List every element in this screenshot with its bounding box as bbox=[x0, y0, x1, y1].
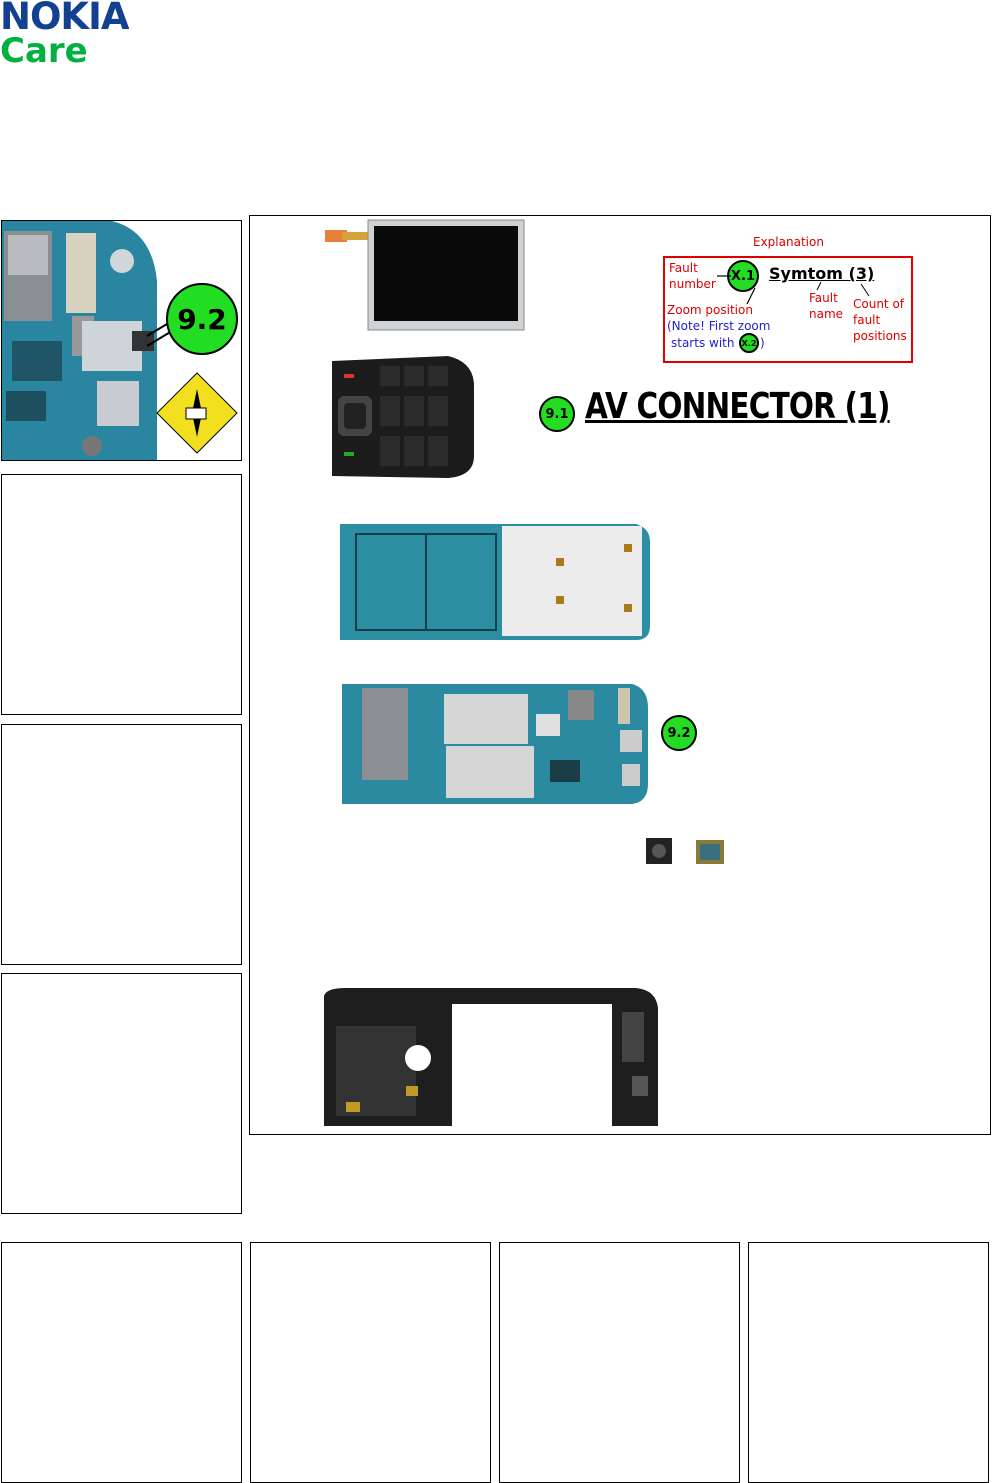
symptom-example: Symtom (3) bbox=[769, 264, 875, 283]
back-frame-image bbox=[324, 988, 658, 1126]
ui-board-image bbox=[340, 524, 650, 640]
note-first-zoom: (Note! First zoom bbox=[667, 319, 771, 333]
zoom-code-badge: X.2 bbox=[739, 333, 759, 353]
fault-title: AV CONNECTOR (1) bbox=[585, 386, 890, 427]
empty-box-bottom-2 bbox=[250, 1242, 491, 1483]
logo-care-text: Care bbox=[0, 31, 88, 71]
logo-nokia-text: NOKIA bbox=[0, 0, 129, 38]
zoom-photo-panel: 9.2 bbox=[1, 220, 242, 461]
example-fault-number-badge: X.1 bbox=[727, 260, 759, 292]
label-zoom-position: Zoom position bbox=[667, 303, 753, 317]
main-exploded-view-panel: Explanation Fault number X.1 Symtom (3) … bbox=[249, 215, 991, 1135]
empty-box-bottom-1 bbox=[1, 1242, 242, 1483]
callout-9-2-zoom: 9.2 bbox=[166, 283, 238, 355]
callout-9-2-pcb: 9.2 bbox=[661, 715, 697, 751]
explanation-box: Fault number X.1 Symtom (3) Zoom positio… bbox=[663, 256, 913, 363]
main-pcb-image bbox=[342, 684, 648, 804]
explanation-title: Explanation bbox=[753, 235, 824, 249]
empty-box-left-2 bbox=[1, 724, 242, 965]
empty-box-bottom-3 bbox=[499, 1242, 740, 1483]
camera-component-image bbox=[646, 838, 724, 864]
fault-number-badge: 9.1 bbox=[539, 396, 575, 432]
explanation-arrows bbox=[717, 275, 870, 305]
label-fault-name: Fault name bbox=[809, 291, 844, 321]
empty-box-left-3 bbox=[1, 973, 242, 1214]
note-close-paren: ) bbox=[760, 336, 765, 350]
empty-box-bottom-4 bbox=[748, 1242, 989, 1483]
note-starts-with: starts with bbox=[671, 336, 735, 350]
keypad-image bbox=[332, 356, 474, 478]
label-fault-number: Fault number bbox=[669, 261, 716, 291]
label-count-positions: Count of fault positions bbox=[853, 297, 907, 343]
display-module-image bbox=[325, 219, 525, 331]
empty-box-left-1 bbox=[1, 474, 242, 715]
